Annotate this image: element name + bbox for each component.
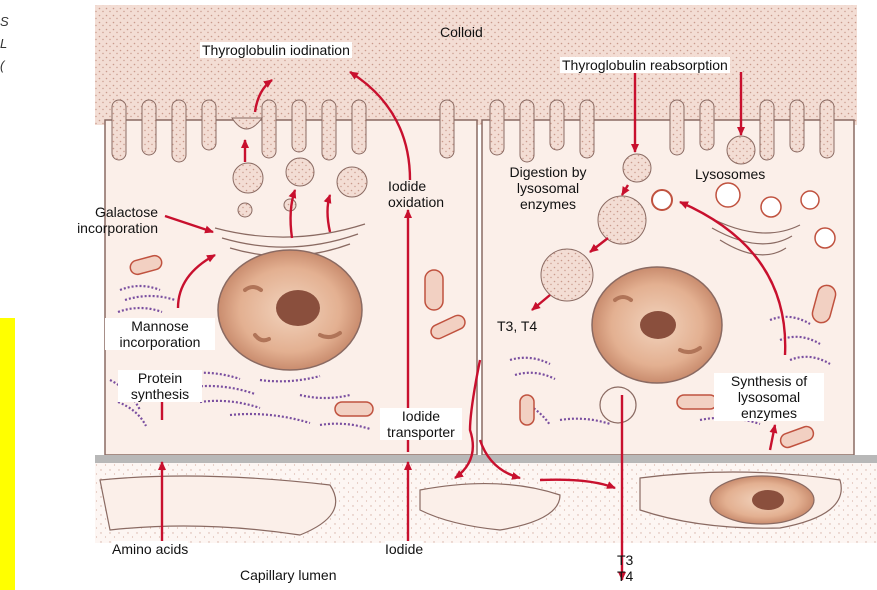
label-thyroglobulin-reabsorption: Thyroglobulin reabsorption <box>560 57 730 73</box>
label-t4-released: T4 <box>617 568 633 584</box>
label-digestion: Digestion by lysosomal enzymes <box>498 164 598 212</box>
edge-fragment: L <box>0 36 7 51</box>
basement-membrane <box>95 455 877 463</box>
capillary-nucleus <box>710 476 814 524</box>
label-lysosomes: Lysosomes <box>695 166 765 182</box>
label-iodide-transporter: Iodide transporter <box>380 408 462 440</box>
label-capillary-lumen: Capillary lumen <box>240 567 336 583</box>
edge-fragment: ( <box>0 58 4 73</box>
label-synthesis-lysosomal-enzymes: Synthesis of lysosomal enzymes <box>714 373 824 421</box>
side-highlight-bar <box>0 318 15 590</box>
label-t3-t4-intracellular: T3, T4 <box>497 318 537 334</box>
label-iodide: Iodide <box>385 541 423 557</box>
label-protein-synthesis: Protein synthesis <box>118 370 202 402</box>
nucleus-left <box>218 250 362 370</box>
label-t3-released: T3 <box>617 552 633 568</box>
label-iodide-oxidation: Iodide oxidation <box>388 178 444 210</box>
nucleus-right <box>592 267 722 383</box>
label-thyroglobulin-iodination: Thyroglobulin iodination <box>200 42 352 58</box>
edge-fragment: S <box>0 14 9 29</box>
label-colloid: Colloid <box>440 24 483 40</box>
label-amino-acids: Amino acids <box>112 541 188 557</box>
label-galactose-incorporation: Galactose incorporation <box>18 204 158 236</box>
label-mannose-incorporation: Mannose incorporation <box>105 318 215 350</box>
